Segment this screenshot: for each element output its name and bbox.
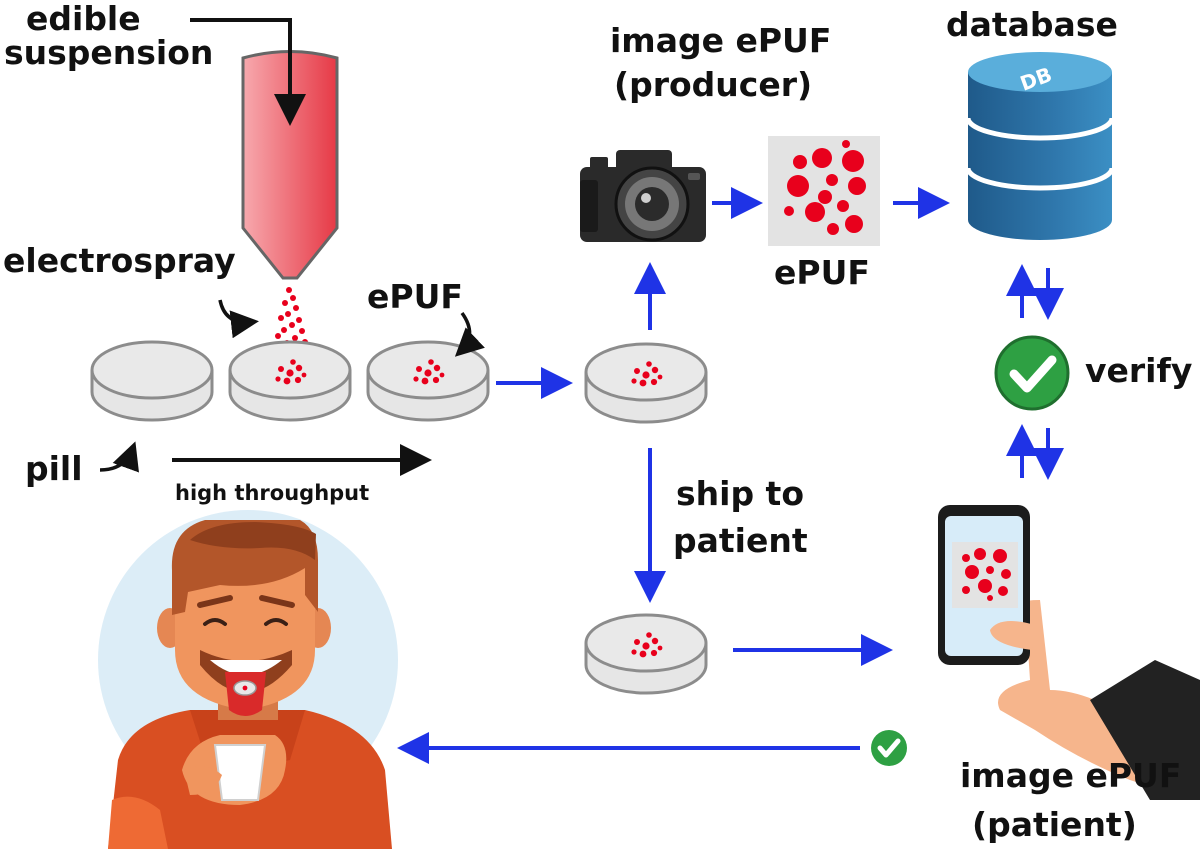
small-check-icon [871,730,907,766]
label-database: database [946,5,1118,44]
person-arm [108,796,168,849]
label-epuf-tag: ePUF [367,277,463,316]
label-suspension: suspension [4,33,213,72]
pill-pointer-arrow [99,441,139,473]
spray-droplets [273,287,308,349]
label-edible: edible [26,0,141,38]
camera-icon [580,150,706,242]
label-pill: pill [25,449,83,488]
nozzle-icon [241,50,339,280]
label-image-producer-2: (producer) [614,65,812,104]
epuf-sample-image [768,136,880,246]
hand-thumb [990,621,1035,650]
pill-icon-blank [90,340,214,422]
label-verify: verify [1085,351,1192,390]
database-icon: DB [965,52,1115,240]
epuf-pointer-arrow [454,311,485,357]
label-high-throughput: high throughput [175,481,369,505]
label-ship-1: ship to [676,474,804,513]
pill-icon-center [584,342,708,424]
pill-icon-epuf [366,340,490,422]
label-epuf-sample: ePUF [774,253,870,292]
person-icon [98,510,398,849]
label-electrospray: electrospray [3,241,236,280]
suspension-pointer-arrow [190,18,306,126]
pill-icon-spraying [228,340,352,422]
pill-icon-shipped [584,613,708,695]
label-image-patient-1: image ePUF [960,756,1181,795]
electrospray-pointer-arrow [218,299,259,339]
label-image-producer-1: image ePUF [610,21,831,60]
check-icon [994,335,1070,411]
label-ship-2: patient [673,521,808,560]
label-image-patient-2: (patient) [972,805,1137,844]
